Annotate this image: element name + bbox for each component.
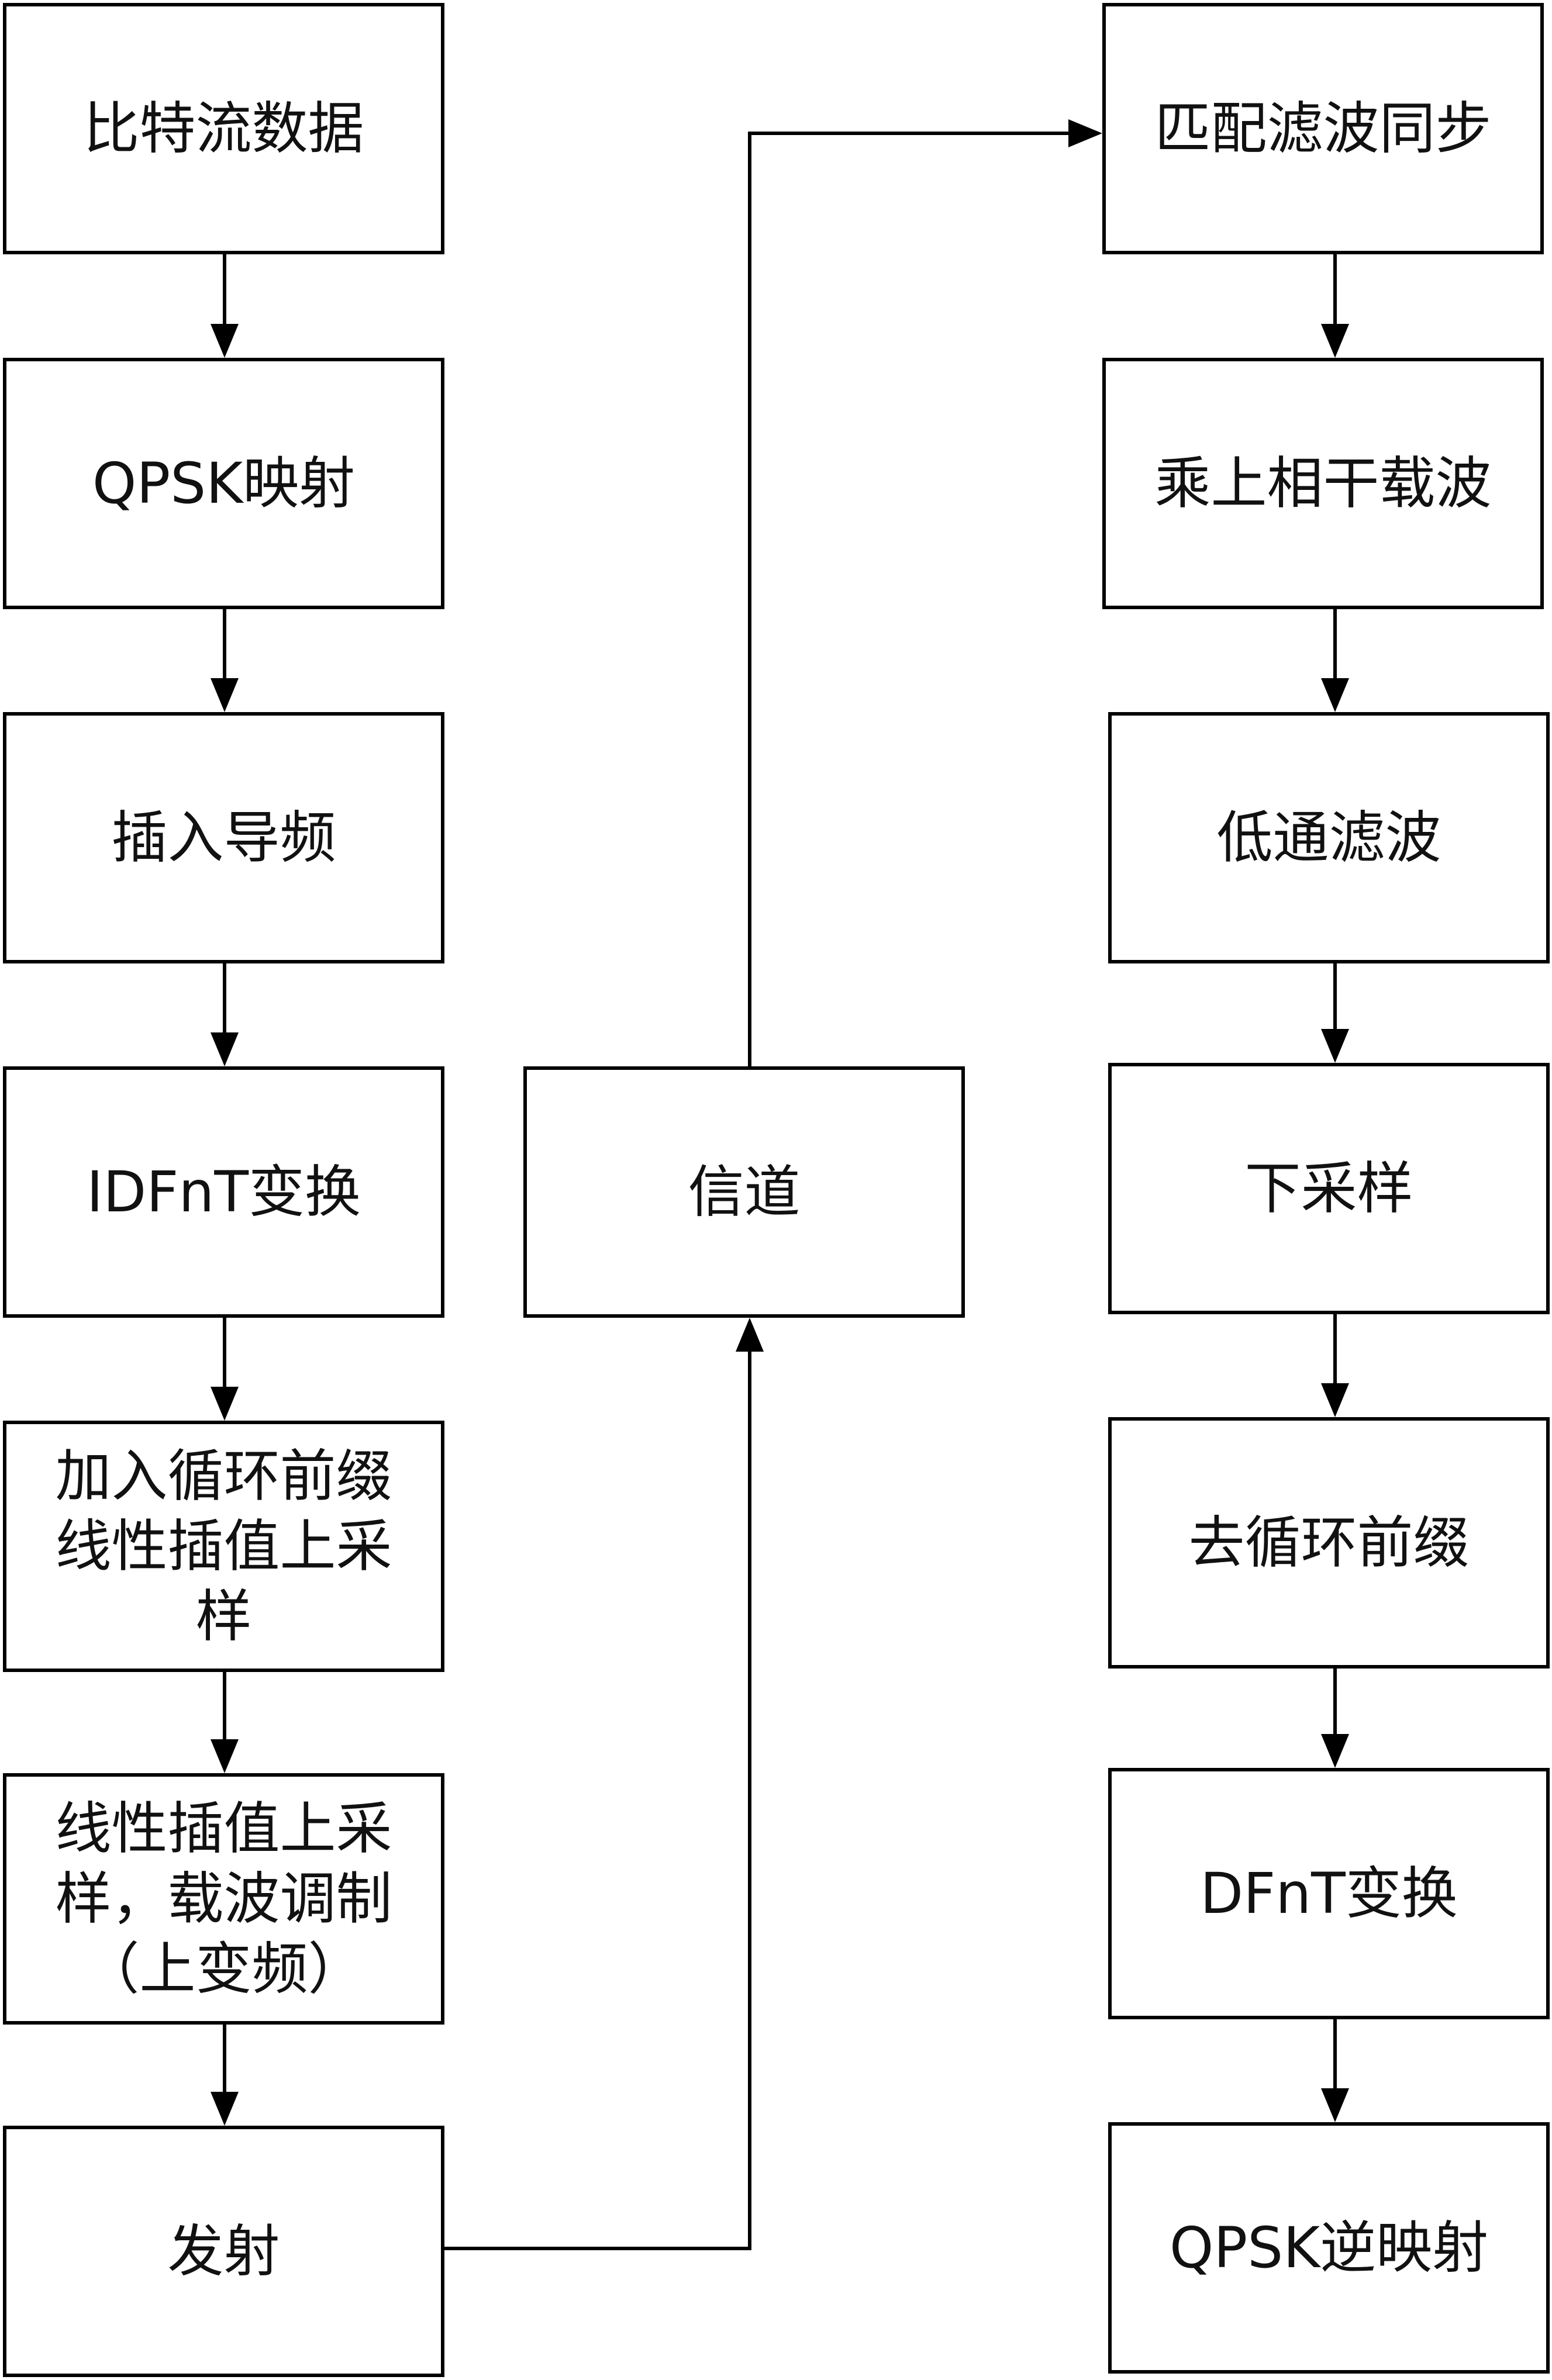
box-label: 下采样 [1244, 1156, 1413, 1221]
box-label: QPSK逆映射 [1169, 2215, 1489, 2281]
box-transmit: 发射 [3, 2126, 444, 2377]
right-arrow-2-arrowhead [1321, 1029, 1349, 1063]
box-lowpass: 低通滤波 [1108, 712, 1550, 963]
right-arrow-5-arrowhead [1321, 2088, 1349, 2122]
transmit-to-channel-arrowhead [736, 1318, 764, 1352]
box-label: 加入循环前缀 线性插值上采 样 [55, 1443, 392, 1649]
left-arrow-0-arrowhead [211, 324, 239, 358]
box-upsample-modulate: 线性插值上采 样，载波调制 （上变频） [3, 1773, 444, 2025]
box-remove-cp: 去循环前缀 [1108, 1417, 1550, 1669]
box-qpsk-map: QPSK映射 [3, 358, 444, 609]
box-matched-filter: 匹配滤波同步 [1102, 3, 1544, 254]
box-add-cp: 加入循环前缀 线性插值上采 样 [3, 1421, 444, 1672]
box-label: 发射 [167, 2219, 280, 2284]
left-arrow-5-arrowhead [211, 2092, 239, 2126]
box-bitstream: 比特流数据 [3, 3, 444, 254]
left-arrow-4-arrowhead [211, 1739, 239, 1773]
channel-to-matched-filter-arrowhead [1068, 119, 1102, 147]
box-qpsk-demap: QPSK逆映射 [1108, 2122, 1550, 2374]
left-arrow-2-arrowhead [211, 1032, 239, 1066]
box-channel: 信道 [523, 1066, 965, 1318]
box-label: 信道 [688, 1159, 801, 1225]
box-idfnt: IDFnT变换 [3, 1066, 444, 1318]
right-arrow-4-arrowhead [1321, 1734, 1349, 1768]
channel-to-matched-filter-line [748, 132, 1068, 1066]
box-label: IDFnT变换 [87, 1159, 361, 1225]
box-label: 低通滤波 [1216, 805, 1441, 871]
box-coherent-carrier: 乘上相干载波 [1102, 358, 1544, 609]
left-arrow-1-arrowhead [211, 678, 239, 712]
left-arrow-3-arrowhead [211, 1387, 239, 1421]
transmit-to-channel-line [444, 1352, 751, 2250]
box-label: 去循环前缀 [1188, 1510, 1470, 1576]
box-insert-pilot: 插入导频 [3, 712, 444, 963]
box-label: QPSK映射 [92, 451, 356, 516]
box-label: DFnT变换 [1200, 1861, 1458, 1926]
box-downsample: 下采样 [1108, 1063, 1550, 1314]
right-arrow-0-arrowhead [1321, 324, 1349, 358]
box-label: 插入导频 [111, 805, 336, 871]
box-label: 线性插值上采 样，载波调制 （上变频） [55, 1796, 392, 2002]
box-dfnt: DFnT变换 [1108, 1768, 1550, 2019]
box-label: 匹配滤波同步 [1154, 96, 1492, 161]
right-arrow-3-arrowhead [1321, 1383, 1349, 1417]
box-label: 比特流数据 [83, 96, 364, 161]
right-arrow-1-arrowhead [1321, 678, 1349, 712]
box-label: 乘上相干载波 [1154, 451, 1492, 516]
